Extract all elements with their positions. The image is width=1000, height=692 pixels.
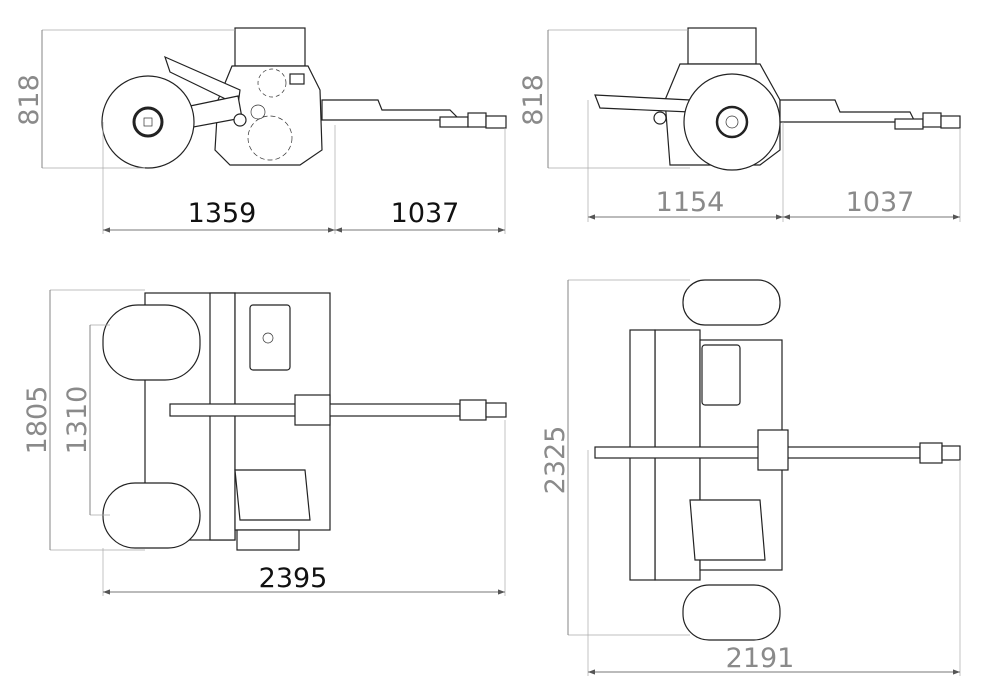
dimension-label-overall-length: 2395	[259, 563, 328, 594]
height-dimension: 818	[14, 29, 235, 169]
dimension-label-overall-width: 1805	[22, 386, 53, 455]
dimension-label-height: 818	[14, 74, 45, 126]
dimension-label-rear-length: 1359	[188, 198, 257, 229]
drawbar	[321, 99, 507, 129]
wheel	[101, 75, 195, 169]
dimension-label-overall-width: 2325	[540, 426, 571, 495]
height-dimension: 818	[518, 29, 690, 169]
dimension-label-overall-length: 2191	[726, 643, 795, 674]
length-dimension: 2395	[102, 420, 506, 596]
dimension-label-rear-length: 1154	[656, 187, 725, 218]
side-view-left: 818 1359 1037	[14, 27, 507, 234]
top-view-work: 2325 2191	[540, 279, 961, 676]
length-dimension: 2191	[587, 450, 961, 676]
drawbar	[779, 99, 961, 130]
dimension-label-height: 818	[518, 74, 549, 126]
wheels	[682, 279, 781, 641]
dimension-label-wheel-track: 1310	[62, 386, 93, 455]
mulcher-body	[214, 27, 323, 166]
dimension-label-drawbar-length: 1037	[846, 187, 915, 218]
top-view-transport: 1805 1310 2395	[22, 289, 507, 596]
dimension-label-drawbar-length: 1037	[391, 198, 460, 229]
length-dimensions: 1359 1037	[102, 122, 506, 234]
wheel	[683, 73, 781, 171]
width-dimensions: 1805 1310	[22, 289, 145, 551]
wheels	[102, 304, 201, 549]
drawbar	[594, 429, 961, 471]
length-dimensions: 1154 1037	[587, 100, 961, 222]
side-view-right: 818 1154 1037	[518, 27, 961, 222]
drawbar	[169, 394, 507, 426]
